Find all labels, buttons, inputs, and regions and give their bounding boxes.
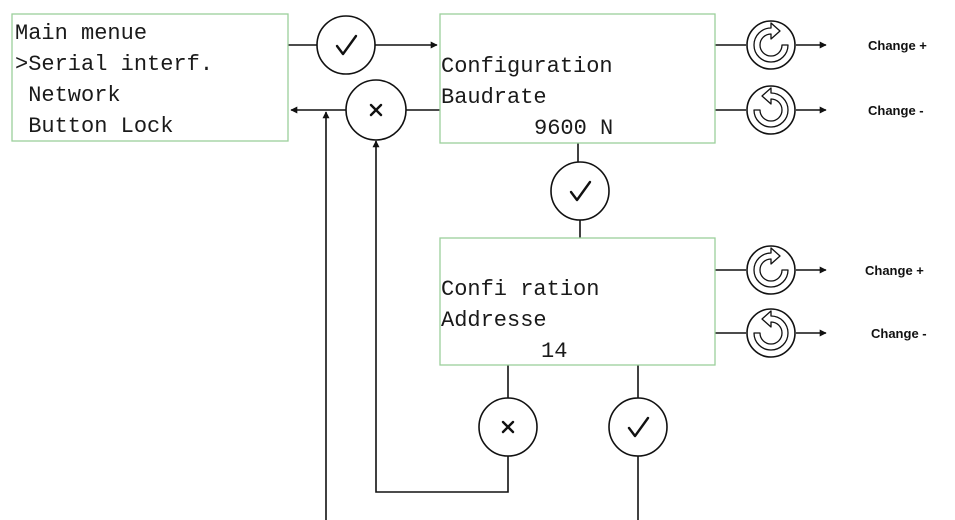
menu-item-network[interactable]: Network — [15, 83, 121, 108]
change-plus-label-address: Change + — [865, 263, 924, 278]
change-minus-label-address: Change - — [871, 326, 927, 341]
check-icon — [569, 180, 592, 202]
rotate-down-icon — [746, 308, 796, 358]
main-menu-title: Main menue — [15, 21, 147, 46]
address-screen-title: Confi ration — [441, 277, 599, 302]
cancel-button-address[interactable] — [478, 397, 538, 457]
x-icon — [501, 420, 515, 434]
change-up-button-address[interactable] — [746, 245, 796, 295]
baudrate-screen-title: Configuration — [441, 54, 613, 79]
rotate-down-icon — [746, 85, 796, 135]
check-icon — [335, 34, 358, 56]
address-label: Addresse — [441, 308, 547, 333]
baudrate-label: Baudrate — [441, 85, 547, 110]
cancel-button-baudrate[interactable] — [345, 79, 407, 141]
change-plus-label-baudrate: Change + — [868, 38, 927, 53]
menu-item-serial-interface[interactable]: >Serial interf. — [15, 52, 213, 77]
rotate-up-icon — [746, 20, 796, 70]
main-menu-display: Main menue >Serial interf. Network Butto… — [11, 13, 289, 142]
x-icon — [369, 103, 383, 117]
ok-button-address[interactable] — [608, 397, 668, 457]
ok-button-baudrate[interactable] — [550, 161, 610, 221]
change-down-button-address[interactable] — [746, 308, 796, 358]
rotate-up-icon — [746, 245, 796, 295]
address-value: 14 — [541, 339, 567, 364]
address-config-display: Confi ration Addresse 14 — [439, 237, 716, 366]
change-minus-label-baudrate: Change - — [868, 103, 924, 118]
check-icon — [627, 416, 650, 438]
baudrate-value: 9600 N — [534, 116, 613, 141]
change-up-button-baudrate[interactable] — [746, 20, 796, 70]
baudrate-config-display: Configuration Baudrate 9600 N — [439, 13, 716, 144]
menu-item-button-lock[interactable]: Button Lock — [15, 114, 173, 139]
connectors — [288, 41, 827, 520]
ok-button-main[interactable] — [316, 15, 376, 75]
change-down-button-baudrate[interactable] — [746, 85, 796, 135]
